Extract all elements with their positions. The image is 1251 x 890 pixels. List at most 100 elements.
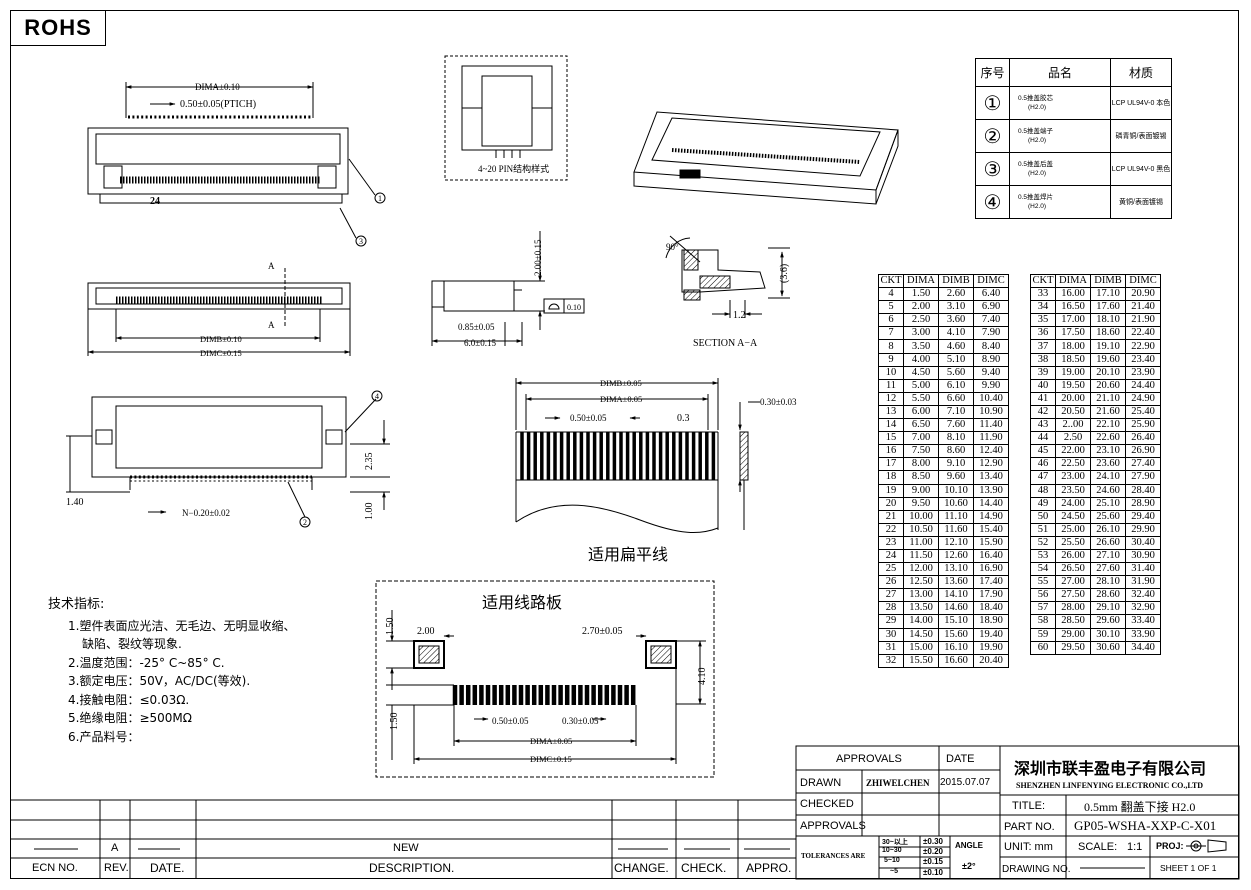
dim-value-cell: 8.10	[938, 431, 974, 446]
dim-value-cell: 29.90	[1125, 522, 1161, 537]
dim-ckt-cell: 28	[878, 601, 904, 616]
part-no-value: GP05-WSHA-XXP-C-X01	[1074, 818, 1217, 833]
dim-value-cell: 18.00	[1055, 339, 1091, 354]
unit-label: UNIT: mm	[1004, 841, 1053, 853]
dim-value-cell: 19.90	[973, 640, 1009, 655]
parts-header-material: 材质	[1110, 58, 1172, 87]
dim-value-cell: 11.50	[903, 548, 939, 564]
dim-value-cell: 13.50	[903, 601, 939, 616]
d100-label: 1.00	[364, 503, 375, 521]
dim-header-cell: DIMA	[903, 273, 939, 289]
dim-value-cell: 19.10	[1090, 339, 1126, 354]
dim-value-cell: 13.00	[903, 588, 939, 603]
pcb-pitch-label: 0.50±0.05	[492, 716, 529, 726]
dim-ckt-cell: 14	[878, 418, 904, 433]
dim-value-cell: 27.90	[1125, 470, 1161, 485]
cable-dima-label: DIMA±0.05	[600, 394, 642, 404]
pcb-dima-label: DIMA±0.05	[530, 736, 572, 746]
dim-value-cell: 25.60	[1090, 509, 1126, 524]
change-label: CHANGE.	[614, 861, 669, 875]
dim-ckt-cell: 32	[878, 653, 904, 668]
dim-ckt-cell: 34	[1030, 300, 1056, 315]
note-item: 4.接触电阻：≤0.03Ω.	[68, 692, 190, 707]
notes-title: 技术指标:	[48, 597, 105, 612]
dim-value-cell: 31.90	[1125, 575, 1161, 590]
parts-name: 0.5推盖后盖	[1018, 161, 1054, 168]
dim-value-cell: 23.00	[1055, 470, 1091, 485]
dimb-tol-label: DIMB±0.10	[200, 334, 242, 344]
dim-value-cell: 28.90	[1125, 496, 1161, 511]
dim-ckt-cell: 30	[878, 627, 904, 642]
tol-value: ±0.10	[923, 868, 943, 877]
dim-ckt-cell: 33	[1030, 287, 1056, 302]
parts-header-name: 品名	[1009, 58, 1111, 87]
dim-value-cell: 14.60	[938, 601, 974, 616]
dim-ckt-cell: 35	[1030, 313, 1056, 328]
dim-value-cell: 6.40	[973, 287, 1009, 302]
dim-value-cell: 16.10	[938, 640, 974, 655]
pcb-150b-label: 1.50	[389, 713, 400, 731]
cable-title: 适用扁平线	[588, 545, 669, 564]
side-profile-view	[431, 231, 585, 346]
dim-value-cell: 23.90	[1125, 365, 1161, 380]
tol-value: ±0.30	[923, 837, 943, 846]
parts-row: ③ 0.5推盖后盖(H2.0) LCP UL94V-0 黑色	[975, 152, 1172, 186]
dim-value-cell: 24.40	[1125, 378, 1161, 393]
dim-ckt-cell: 52	[1030, 535, 1056, 550]
dim-value-cell: 8.60	[938, 444, 974, 459]
dim-value-cell: 14.50	[903, 627, 939, 642]
dim-ckt-cell: 25	[878, 562, 904, 577]
dim-value-cell: 4.60	[938, 339, 974, 354]
section-aa-label: SECTION A−A	[693, 338, 758, 349]
parts-material: 磷青铜/表面镀锡	[1110, 119, 1172, 153]
dim-value-cell: 7.90	[973, 326, 1009, 341]
dim-ckt-cell: 24	[878, 548, 904, 564]
dim-value-cell: 2.00	[903, 300, 939, 315]
n-tol-label: N−0.20±0.02	[182, 508, 230, 518]
dim-ckt-cell: 58	[1030, 614, 1056, 629]
dim-value-cell: 17.10	[1090, 287, 1126, 302]
dim-value-cell: 25.50	[1055, 535, 1091, 550]
dim-value-cell: 18.50	[1055, 352, 1091, 367]
dim-value-cell: 24.90	[1125, 391, 1161, 406]
d140-label: 1.40	[66, 497, 84, 508]
note-item: 6.产品料号：	[68, 729, 140, 744]
dim-ckt-cell: 37	[1030, 339, 1056, 354]
dim-header-cell: CKT	[1030, 273, 1056, 289]
dim-value-cell: 22.00	[1055, 444, 1091, 459]
dim-value-cell: 4.10	[938, 326, 974, 341]
company-name-en: SHENZHEN LINFENYING ELECTRONIC CO.,LTD	[1016, 781, 1204, 790]
d36-label: (3.6)	[779, 264, 790, 283]
dim-value-cell: 18.10	[1090, 313, 1126, 328]
dim-ckt-cell: 6	[878, 313, 904, 328]
dim-value-cell: 2..00	[1055, 418, 1091, 433]
dim-ckt-cell: 60	[1030, 640, 1056, 655]
dim-value-cell: 12.90	[973, 457, 1009, 472]
dim-value-cell: 7.00	[903, 431, 939, 446]
parts-row: ① 0.5推盖胶芯(H2.0) LCP UL94V-0 本色	[975, 86, 1172, 120]
dim-value-cell: 27.60	[1090, 562, 1126, 577]
dim-value-cell: 8.00	[903, 457, 939, 472]
dim-value-cell: 22.60	[1090, 431, 1126, 446]
dim-value-cell: 14.00	[903, 614, 939, 629]
dim-value-cell: 34.40	[1125, 640, 1161, 655]
dim-ckt-cell: 44	[1030, 431, 1056, 446]
dim-value-cell: 8.40	[973, 339, 1009, 354]
dim-ckt-cell: 51	[1030, 522, 1056, 537]
angle-90-label: 90°	[666, 242, 679, 252]
drawn-by: ZHIWELCHEN	[866, 778, 930, 788]
